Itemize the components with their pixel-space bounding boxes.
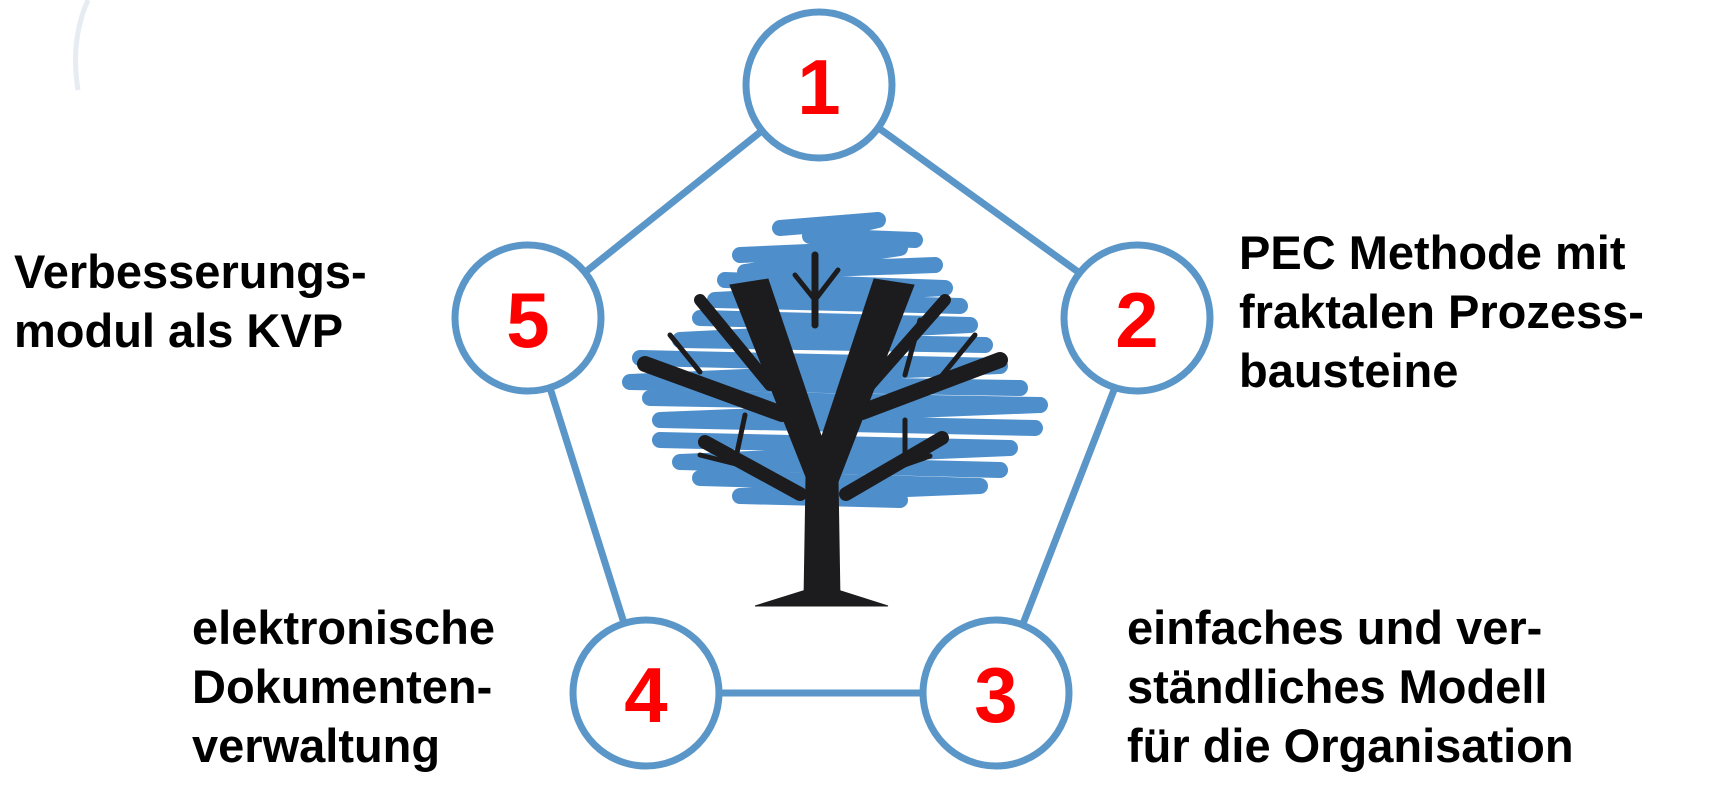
label-node-3-line-2: ständliches Modell: [1127, 660, 1548, 713]
node-2: 2: [1060, 241, 1214, 395]
node-5-number: 5: [506, 276, 549, 364]
label-node-2-line-3: bausteine: [1239, 344, 1459, 397]
decorative-arc: [73, 0, 91, 91]
tree-icon: [622, 212, 1048, 607]
label-node-2-line-2: fraktalen Prozess-: [1239, 285, 1644, 338]
label-node-4-line-1: elektronische: [192, 601, 496, 654]
label-node-2: PEC Methode mit fraktalen Prozess- baust…: [1239, 223, 1644, 400]
label-node-4-line-3: verwaltung: [192, 719, 441, 772]
node-1: 1: [742, 8, 896, 162]
label-node-5-line-2: modul als KVP: [14, 304, 344, 357]
node-4: 4: [569, 616, 723, 770]
node-5: 5: [451, 241, 605, 395]
node-4-number: 4: [624, 651, 667, 739]
node-3: 3: [919, 616, 1073, 770]
node-2-number: 2: [1115, 276, 1158, 364]
label-node-2-line-1: PEC Methode mit: [1239, 226, 1626, 279]
label-node-3-line-1: einfaches und ver-: [1127, 601, 1543, 654]
label-node-4: elektronische Dokumenten- verwaltung: [192, 598, 495, 775]
label-node-3: einfaches und ver- ständliches Modell fü…: [1127, 598, 1574, 775]
label-node-5: Verbesserungs- modul als KVP: [14, 242, 367, 360]
node-1-number: 1: [797, 43, 840, 131]
tree-trunk: [637, 251, 1008, 607]
label-node-4-line-2: Dokumenten-: [192, 660, 493, 713]
label-node-5-line-1: Verbesserungs-: [14, 245, 367, 298]
label-node-3-line-3: für die Organisation: [1127, 719, 1574, 772]
node-3-number: 3: [974, 651, 1017, 739]
